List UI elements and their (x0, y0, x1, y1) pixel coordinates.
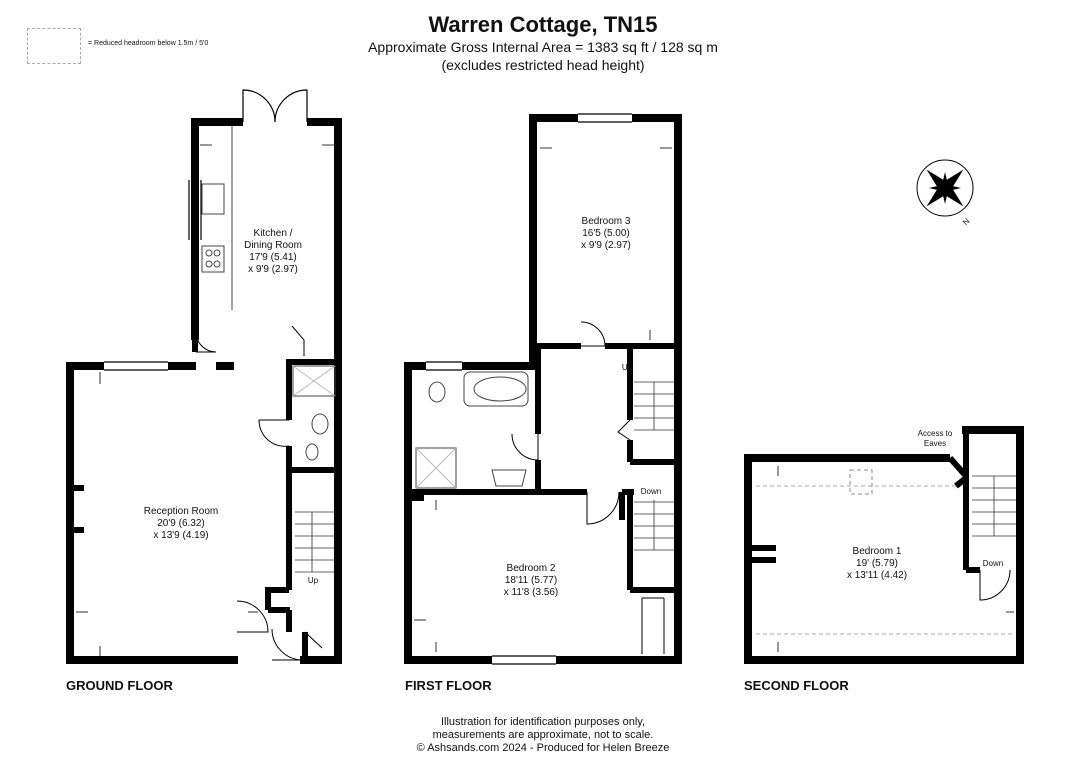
compass-north-label: N (961, 216, 972, 227)
reception-dim-2: x 13'9 (4.19) (153, 530, 208, 541)
eaves-label-2: Eaves (924, 439, 946, 448)
footer-line-3: © Ashsands.com 2024 - Produced for Helen… (416, 742, 670, 754)
bedroom2-name: Bedroom 2 (507, 563, 556, 574)
ground-floor-label: GROUND FLOOR (66, 678, 173, 693)
second-floor-label: SECOND FLOOR (744, 678, 849, 693)
bedroom1-dim-2: x 13'11 (4.42) (847, 570, 907, 581)
ground-floor-labels: Kitchen / Dining Room 17'9 (5.41) x 9'9 … (144, 228, 319, 585)
legend-text: = Reduced headroom below 1.5m / 5'0 (88, 40, 209, 47)
plan-title: Warren Cottage, TN15 (428, 12, 658, 37)
kitchen-dim-1: 17'9 (5.41) (249, 252, 297, 263)
footer-line-2: measurements are approximate, not to sca… (432, 729, 654, 741)
area-line: Approximate Gross Internal Area = 1383 s… (368, 39, 718, 55)
compass-icon (916, 159, 974, 217)
kitchen-name-1: Kitchen / (254, 228, 293, 239)
note-line: (excludes restricted head height) (441, 57, 645, 73)
second-stairs-down-label: Down (983, 559, 1003, 568)
footer-line-1: Illustration for identification purposes… (440, 716, 645, 728)
bedroom1-name: Bedroom 1 (853, 546, 902, 557)
footer-disclaimer: Illustration for identification purposes… (0, 716, 1086, 755)
reception-name: Reception Room (144, 506, 218, 517)
first-floor-plan (404, 113, 682, 665)
second-floor-plan (744, 426, 1024, 664)
ground-floor-plan (66, 89, 342, 664)
first-stairs-down-label: Down (641, 487, 661, 496)
kitchen-dim-2: x 9'9 (2.97) (248, 264, 298, 275)
second-floor-labels: Bedroom 1 19' (5.79) x 13'11 (4.42) Acce… (847, 429, 1003, 581)
legend-swatch (27, 28, 81, 64)
bedroom2-dim-1: 18'11 (5.77) (505, 575, 557, 586)
bedroom2-dim-2: x 11'8 (3.56) (504, 587, 559, 598)
plan-subtitle: Approximate Gross Internal Area = 1383 s… (0, 38, 1086, 74)
first-stairs-up-label: Up (622, 363, 633, 372)
reception-dim-1: 20'9 (6.32) (157, 518, 205, 529)
ground-stairs-up-label: Up (308, 576, 319, 585)
bedroom3-dim-2: x 9'9 (2.97) (581, 240, 631, 251)
first-floor-labels: Bedroom 3 16'5 (5.00) x 9'9 (2.97) Bedro… (504, 216, 661, 598)
kitchen-name-2: Dining Room (244, 240, 302, 251)
first-floor-label: FIRST FLOOR (405, 678, 492, 693)
eaves-label-1: Access to (918, 429, 953, 438)
bedroom1-dim-1: 19' (5.79) (856, 558, 898, 569)
bedroom3-name: Bedroom 3 (582, 216, 631, 227)
bedroom3-dim-1: 16'5 (5.00) (582, 228, 630, 239)
